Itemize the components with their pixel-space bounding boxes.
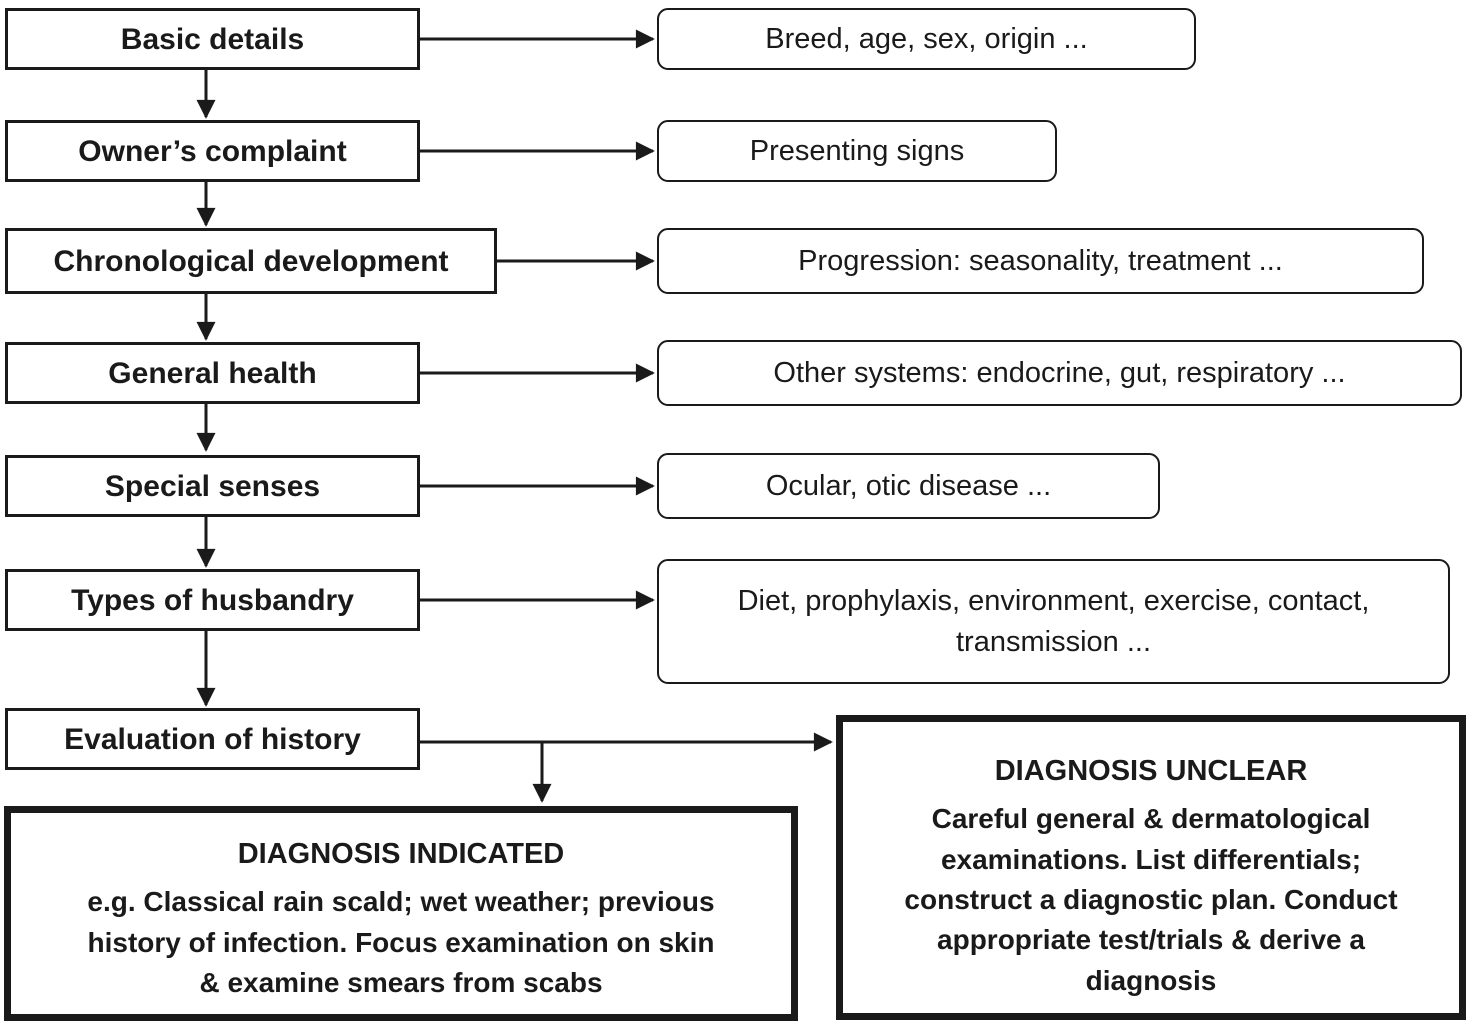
step-box-chronological-development: Chronological development xyxy=(5,228,497,294)
detail-box-basic-details: Breed, age, sex, origin ... xyxy=(657,8,1196,70)
step-label-general-health: General health xyxy=(108,356,317,390)
outcome-body-diagnosis-indicated: e.g. Classical rain scald; wet weather; … xyxy=(87,886,715,999)
outcome-box-diagnosis-indicated: DIAGNOSIS INDICATED e.g. Classical rain … xyxy=(4,806,798,1021)
detail-label-types-of-husbandry: Diet, prophylaxis, environment, exercise… xyxy=(737,585,1370,658)
step-box-general-health: General health xyxy=(5,342,420,404)
detail-label-basic-details: Breed, age, sex, origin ... xyxy=(765,22,1088,55)
step-label-basic-details: Basic details xyxy=(120,22,305,56)
step-box-special-senses: Special senses xyxy=(5,455,420,517)
step-label-special-senses: Special senses xyxy=(104,469,321,503)
step-box-evaluation-of-history: Evaluation of history xyxy=(5,708,420,770)
detail-box-types-of-husbandry: Diet, prophylaxis, environment, exercise… xyxy=(657,559,1450,684)
outcome-title-diagnosis-unclear: DIAGNOSIS UNCLEAR xyxy=(994,755,1308,787)
detail-box-special-senses: Ocular, otic disease ... xyxy=(657,453,1160,519)
step-label-owners-complaint: Owner’s complaint xyxy=(78,134,347,168)
step-label-chronological-development: Chronological development xyxy=(53,244,449,278)
detail-box-owners-complaint: Presenting signs xyxy=(657,120,1057,182)
step-box-basic-details: Basic details xyxy=(5,8,420,70)
step-label-evaluation-of-history: Evaluation of history xyxy=(64,722,361,756)
step-box-types-of-husbandry: Types of husbandry xyxy=(5,569,420,631)
outcome-title-diagnosis-indicated: DIAGNOSIS INDICATED xyxy=(237,838,565,870)
detail-label-general-health: Other systems: endocrine, gut, respirato… xyxy=(773,356,1346,389)
detail-box-chronological-development: Progression: seasonality, treatment ... xyxy=(657,228,1424,294)
step-box-owners-complaint: Owner’s complaint xyxy=(5,120,420,182)
outcome-box-diagnosis-unclear: DIAGNOSIS UNCLEAR Careful general & derm… xyxy=(836,715,1466,1020)
detail-label-owners-complaint: Presenting signs xyxy=(749,134,965,167)
detail-label-special-senses: Ocular, otic disease ... xyxy=(765,469,1052,502)
detail-box-general-health: Other systems: endocrine, gut, respirato… xyxy=(657,340,1462,406)
outcome-body-diagnosis-unclear: Careful general & dermatological examina… xyxy=(904,803,1398,996)
detail-label-chronological-development: Progression: seasonality, treatment ... xyxy=(798,244,1283,277)
step-label-types-of-husbandry: Types of husbandry xyxy=(71,583,354,617)
